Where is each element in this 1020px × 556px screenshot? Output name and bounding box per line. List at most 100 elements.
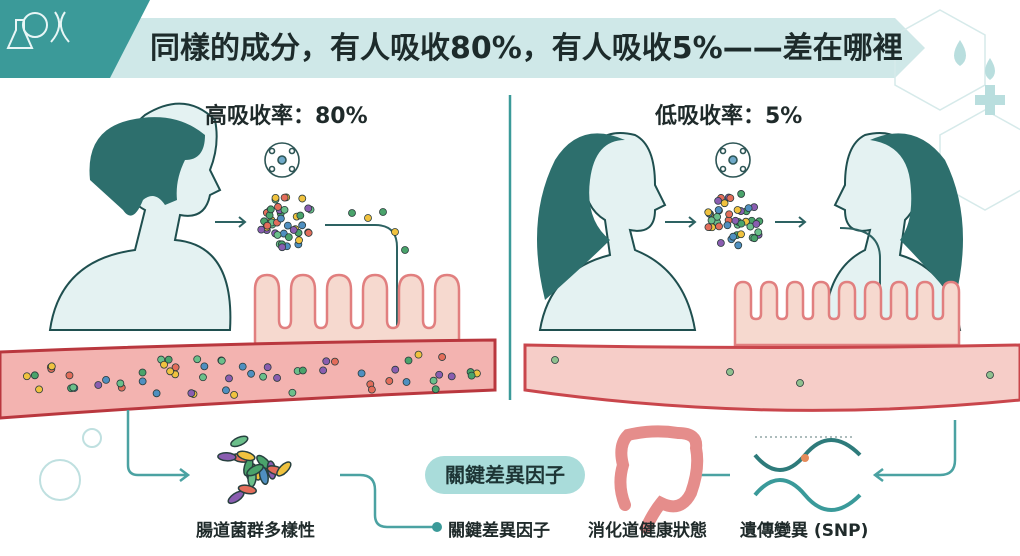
high-absorption-label: 高吸收率：80% xyxy=(205,104,368,129)
particle xyxy=(238,362,247,371)
particle xyxy=(152,389,161,398)
particle xyxy=(729,232,738,241)
particle xyxy=(737,219,746,228)
page-title: 同樣的成分，有人吸收80%，有人吸收5%——差在哪裡 xyxy=(150,31,903,66)
bacterium xyxy=(237,484,257,495)
factor-connectors xyxy=(126,410,957,529)
particle xyxy=(379,208,387,216)
particle xyxy=(200,362,209,371)
particle xyxy=(357,369,366,378)
particle xyxy=(435,370,444,379)
particle xyxy=(35,385,43,394)
particle xyxy=(259,372,267,381)
particle xyxy=(280,205,289,214)
factor-gut-microbiome-label: 腸道菌群多樣性 xyxy=(196,521,315,541)
bacterium xyxy=(217,452,237,462)
title-banner xyxy=(60,18,925,78)
particle xyxy=(414,350,423,359)
particle xyxy=(438,353,447,361)
vessel-particles-right xyxy=(551,356,994,387)
particle xyxy=(263,221,272,230)
particle xyxy=(707,216,716,225)
particle xyxy=(391,228,399,236)
particle xyxy=(404,356,413,365)
particle xyxy=(222,386,230,395)
connector-dot-icon xyxy=(432,522,442,532)
particle xyxy=(217,356,226,365)
particle xyxy=(138,377,147,386)
particle xyxy=(171,363,180,372)
nutrient-cluster-left xyxy=(257,193,315,252)
particle xyxy=(551,356,559,364)
molecule-icon-left xyxy=(264,142,300,178)
particle xyxy=(737,230,745,239)
particle xyxy=(429,376,438,385)
factor-digestive-health-label: 消化道健康狀態 xyxy=(588,521,707,541)
particle xyxy=(263,363,272,372)
particle xyxy=(164,355,173,364)
particle xyxy=(319,366,328,375)
molecule-icon-right xyxy=(715,142,751,178)
particle xyxy=(298,221,307,230)
blood-vessel-left xyxy=(0,338,497,420)
particle xyxy=(714,206,723,214)
particle xyxy=(733,206,742,214)
particle xyxy=(364,214,372,222)
particle xyxy=(796,379,804,387)
particle xyxy=(716,239,725,247)
drop-icons xyxy=(954,40,1005,115)
particle xyxy=(274,203,282,211)
particle xyxy=(273,374,281,382)
particle xyxy=(295,236,303,245)
particle xyxy=(322,357,331,366)
particle xyxy=(431,385,440,394)
lab-icons xyxy=(6,11,70,49)
particle xyxy=(289,226,298,234)
particle xyxy=(266,205,275,214)
particle xyxy=(116,379,125,388)
particle xyxy=(277,214,285,223)
particle xyxy=(714,196,723,205)
particle xyxy=(47,362,56,371)
low-absorption-label: 低吸收率：5% xyxy=(655,104,803,129)
particle xyxy=(187,389,196,398)
particle xyxy=(298,366,307,375)
particle xyxy=(385,377,394,385)
particle xyxy=(715,222,723,231)
particle xyxy=(280,193,289,202)
circle-decor xyxy=(39,428,102,501)
factor-snp-label: 遺傳變異 (SNP) xyxy=(740,521,869,541)
particle xyxy=(193,355,202,364)
particle xyxy=(447,372,456,381)
particle xyxy=(199,373,207,382)
particle xyxy=(288,388,297,397)
woman-silhouette-1 xyxy=(537,132,697,331)
vessel-particles-left xyxy=(22,350,481,399)
particle xyxy=(725,210,734,219)
particle xyxy=(283,221,292,230)
particle xyxy=(22,372,31,381)
particle xyxy=(367,385,376,394)
blood-vessel-right xyxy=(523,343,1020,412)
particle xyxy=(467,371,476,380)
particle xyxy=(737,190,746,198)
particle xyxy=(723,221,732,230)
particle xyxy=(225,374,233,383)
particle xyxy=(271,194,280,202)
nutrient-cluster-right xyxy=(704,190,764,250)
particle xyxy=(391,365,400,374)
particle xyxy=(69,383,78,392)
particle xyxy=(754,228,763,237)
particle xyxy=(734,241,743,250)
factor-key-label: 關鍵差異因子 xyxy=(448,521,550,541)
particle xyxy=(750,234,759,243)
bacterium xyxy=(230,435,249,448)
particle xyxy=(720,199,729,208)
particle xyxy=(744,204,753,213)
bacterium xyxy=(236,450,256,462)
particle xyxy=(348,209,356,217)
particle xyxy=(726,194,735,203)
particle xyxy=(986,371,994,379)
intestine-villi-right xyxy=(733,280,961,347)
